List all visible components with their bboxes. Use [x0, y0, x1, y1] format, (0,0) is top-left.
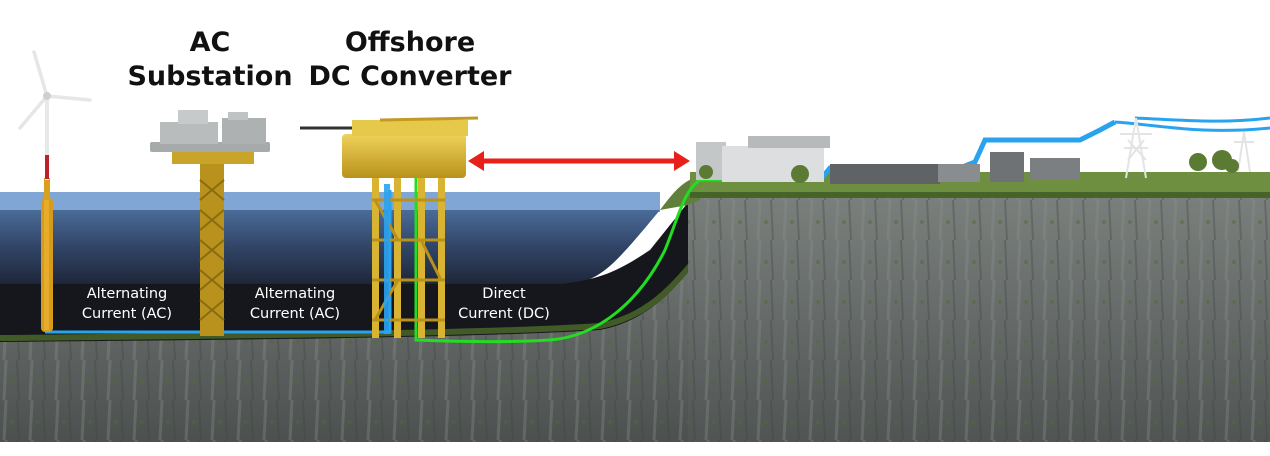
dc-label-line2: Current (DC) — [458, 306, 550, 322]
wind-turbine-icon — [18, 50, 92, 332]
dc-converter-title-line1: Offshore — [345, 27, 475, 58]
dc-converter-platform-icon — [300, 116, 479, 338]
distance-arrow — [468, 151, 690, 171]
tree-icon — [699, 150, 1239, 183]
ac-label-1-line1: Alternating — [87, 286, 167, 302]
onshore-converter-station-icon — [696, 136, 1080, 184]
small-pylon-icon — [1234, 131, 1254, 173]
ac-label-1-line2: Current (AC) — [82, 306, 172, 322]
current-labels: Alternating Current (AC) Alternating Cur… — [82, 286, 550, 322]
dc-cable — [414, 168, 722, 343]
seabed-shadow — [0, 200, 690, 344]
seabed-rock — [0, 264, 693, 442]
land-cliff — [660, 172, 1270, 442]
dc-label-line1: Direct — [482, 286, 526, 302]
sea-surface — [0, 192, 660, 212]
ac-label-2-line2: Current (AC) — [250, 306, 340, 322]
sea — [0, 192, 690, 344]
ac-substation-title-line2: Substation — [127, 61, 292, 92]
overhead-line-2 — [1134, 116, 1270, 123]
ac-label-2-line1: Alternating — [255, 286, 335, 302]
overhead-line-1 — [1114, 120, 1270, 132]
ac-substation-platform-icon — [150, 110, 270, 336]
dc-converter-hull — [342, 134, 466, 178]
dc-converter-title-line2: DC Converter — [309, 61, 513, 92]
sea-water — [0, 210, 660, 286]
titles: AC Substation Offshore DC Converter — [127, 27, 512, 92]
transmission-pylon-icon — [1120, 117, 1152, 179]
ac-substation-title-line1: AC — [190, 27, 231, 58]
